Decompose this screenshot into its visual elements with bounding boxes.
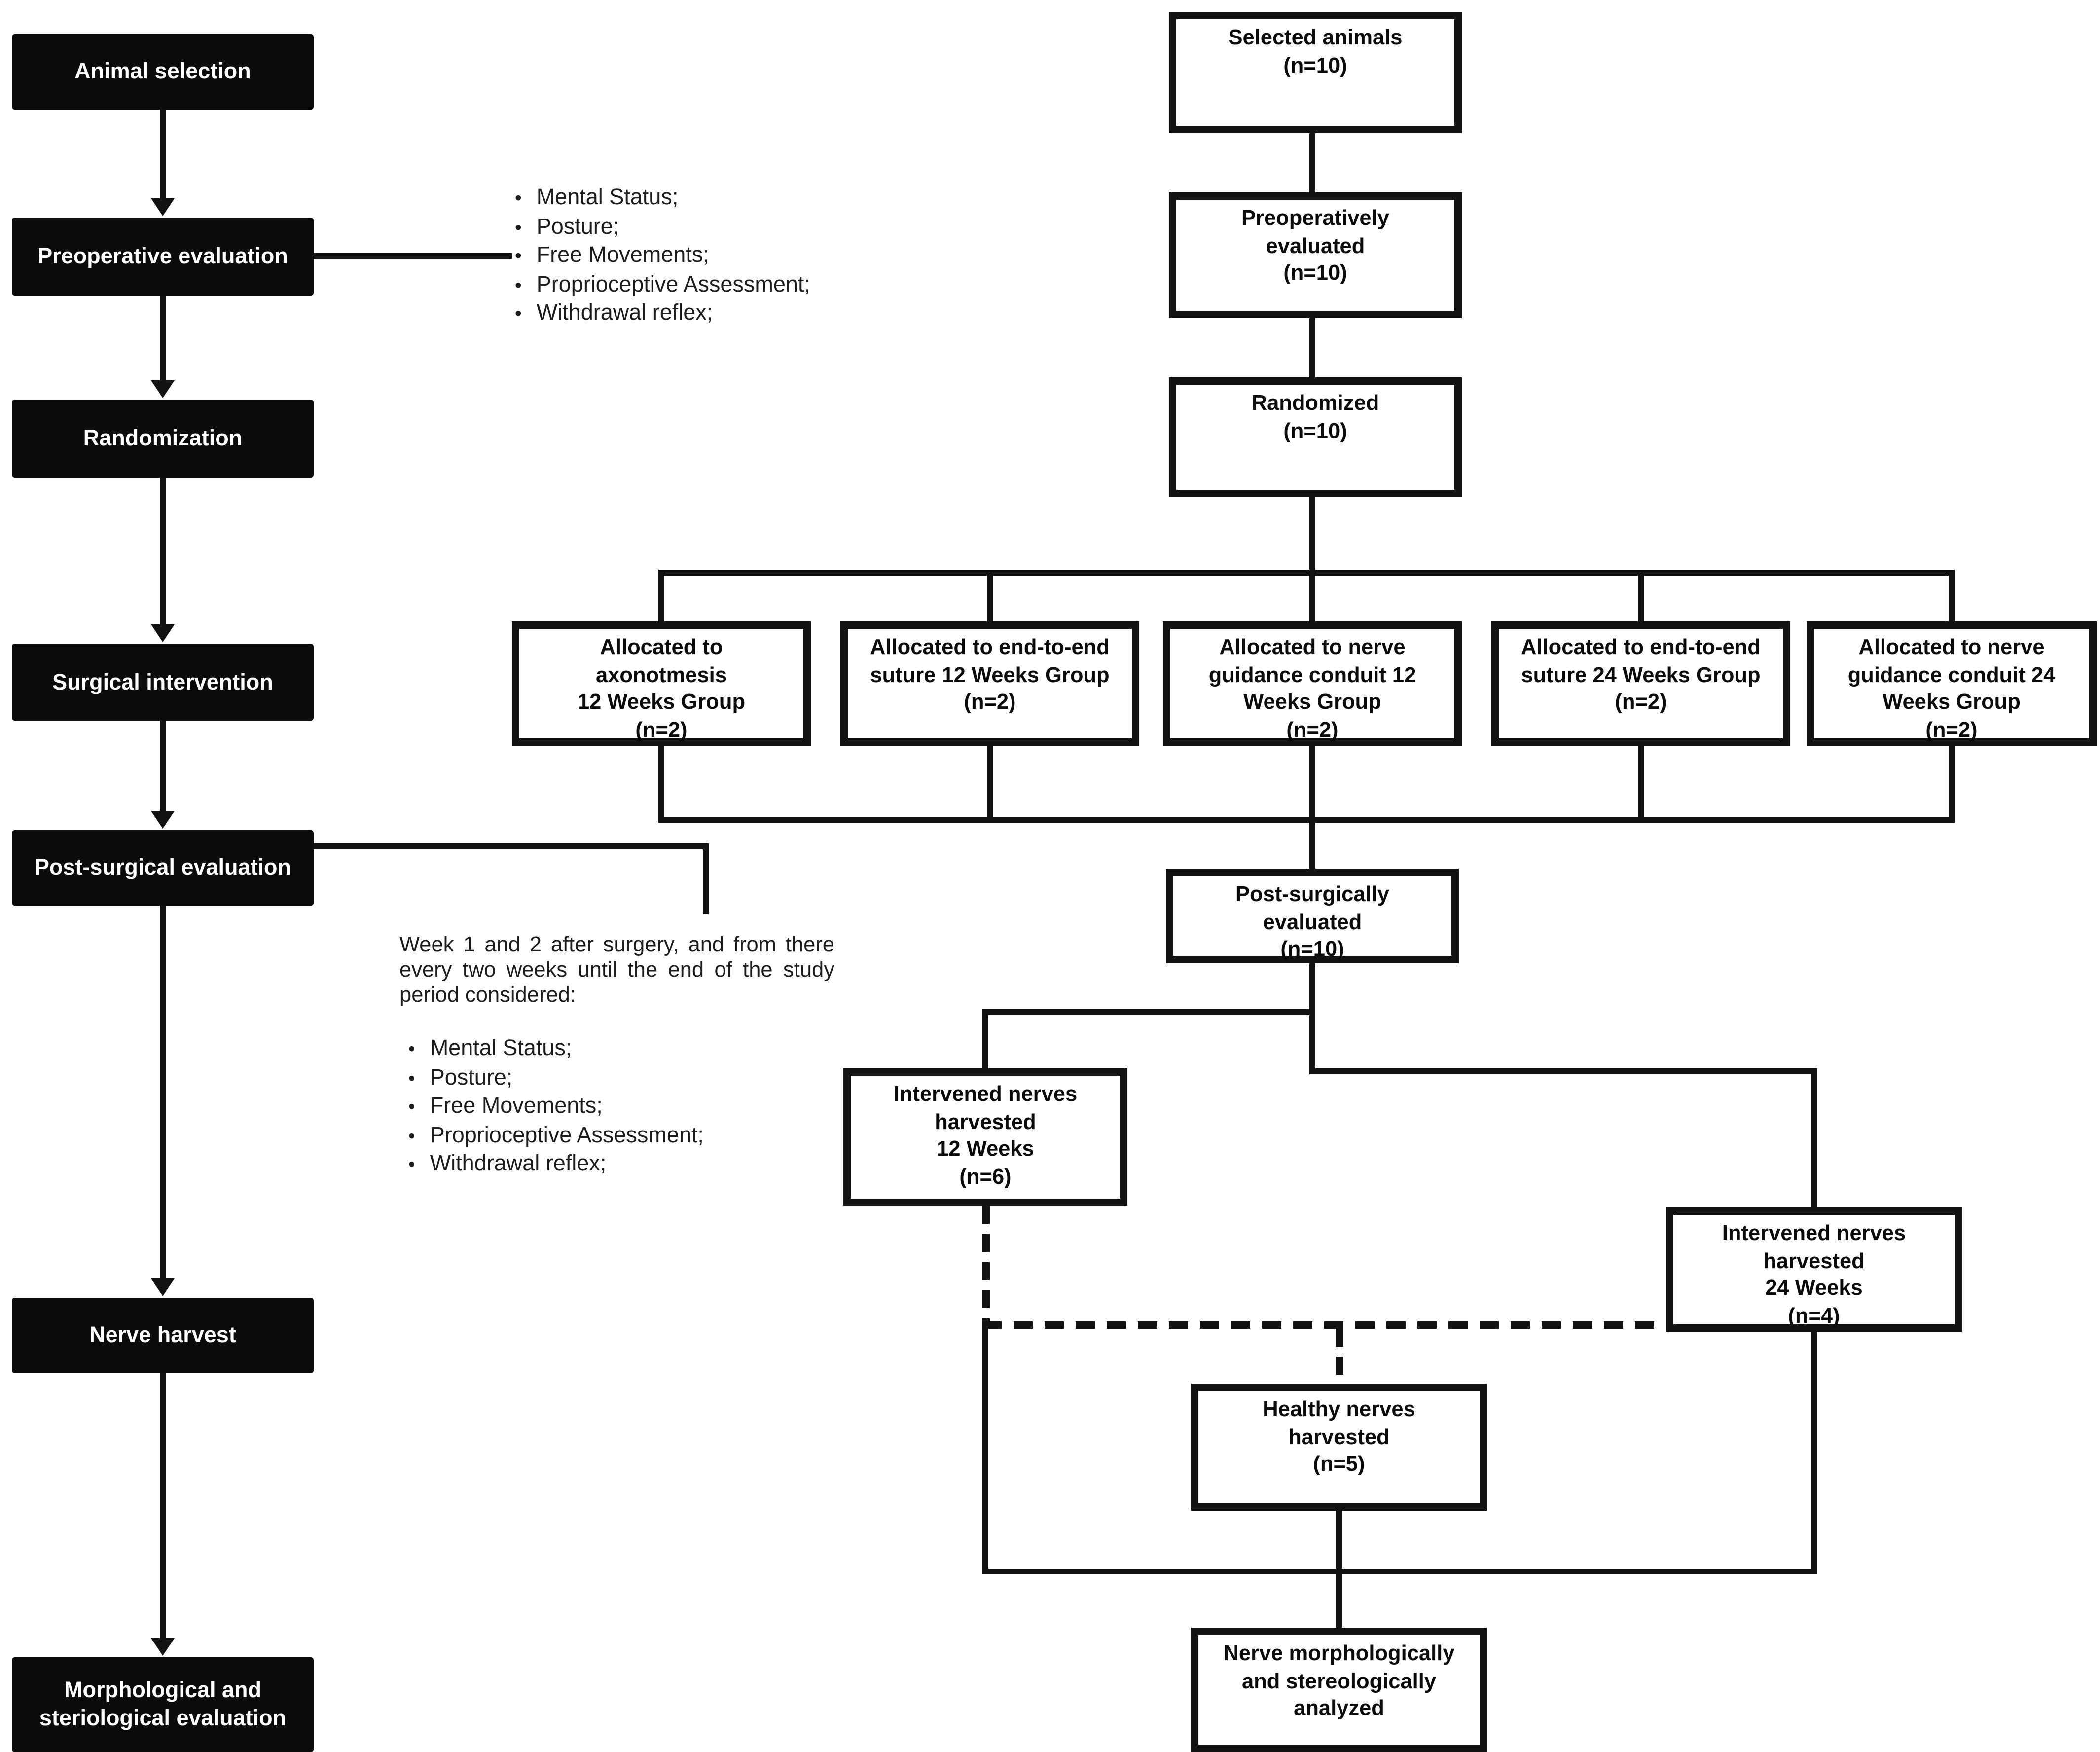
- connector-line: [160, 1373, 166, 1641]
- arrow-down-icon: [151, 811, 175, 829]
- stage-randomization: Randomization: [12, 400, 314, 478]
- connector-line: [982, 1009, 1315, 1015]
- connector-line: [1949, 746, 1955, 817]
- criteria-item: Posture;: [408, 1063, 704, 1093]
- stage-post-surgical-evaluation: Post-surgical evaluation: [12, 830, 314, 906]
- connector-line: [160, 296, 166, 383]
- connector-line: [1309, 318, 1315, 377]
- flow-box-selected-animals: Selected animals (n=10): [1169, 12, 1462, 133]
- connector-line: [703, 843, 709, 914]
- flow-box-preoperatively-evaluated: Preoperatively evaluated (n=10): [1169, 192, 1462, 318]
- flow-box-harvested-24-weeks: Intervened nerves harvested 24 Weeks (n=…: [1666, 1207, 1962, 1332]
- connector-line: [1309, 963, 1315, 1074]
- stage-label: Surgical intervention: [52, 669, 273, 695]
- connector-line: [982, 1324, 988, 1574]
- connector-line: [982, 1015, 988, 1068]
- connector-line: [1811, 1329, 1817, 1574]
- arrow-down-icon: [151, 624, 175, 642]
- criteria-item: Mental Status;: [408, 1034, 704, 1063]
- post-surgical-note: Week 1 and 2 after surgery, and from the…: [399, 934, 834, 1008]
- stage-animal-selection: Animal selection: [12, 34, 314, 110]
- arrow-down-icon: [151, 198, 175, 216]
- criteria-item: Mental Status;: [515, 183, 810, 213]
- arrow-down-icon: [151, 1638, 175, 1656]
- dashed-connector-line: [982, 1321, 1666, 1329]
- connector-line: [1309, 823, 1315, 869]
- connector-line: [1309, 497, 1315, 570]
- stage-preoperative-evaluation: Preoperative evaluation: [12, 218, 314, 296]
- connector-line: [987, 576, 993, 621]
- connector-line: [658, 576, 664, 621]
- flow-box-analyzed: Nerve morphologically and stereologicall…: [1191, 1628, 1487, 1752]
- connector-line: [982, 1569, 1817, 1574]
- connector-line: [1309, 1068, 1817, 1074]
- stage-surgical-intervention: Surgical intervention: [12, 644, 314, 721]
- flow-box-allocation-suture-24w: Allocated to end-to-end suture 24 Weeks …: [1491, 621, 1790, 746]
- connector-line: [987, 746, 993, 817]
- flow-box-post-surgically-evaluated: Post-surgically evaluated (n=10): [1166, 869, 1459, 963]
- connector-line: [1336, 1574, 1342, 1628]
- connector-line: [160, 110, 166, 201]
- flow-box-healthy-harvested: Healthy nerves harvested (n=5): [1191, 1384, 1487, 1511]
- connector-line: [1336, 1511, 1342, 1574]
- connector-line: [160, 721, 166, 814]
- criteria-item: Proprioceptive Assessment;: [515, 270, 810, 299]
- connector-line: [1309, 133, 1315, 192]
- criteria-item: Proprioceptive Assessment;: [408, 1121, 704, 1150]
- stage-label: Animal selection: [74, 59, 251, 84]
- connector-line: [160, 478, 166, 627]
- connector-line: [1309, 576, 1315, 621]
- stage-morphological-evaluation: Morphological and steriological evaluati…: [12, 1657, 314, 1752]
- connector-line: [658, 746, 664, 817]
- connector-line: [1638, 576, 1644, 621]
- criteria-item: Withdrawal reflex;: [515, 299, 810, 328]
- connector-line: [1309, 746, 1315, 817]
- connector-line: [1811, 1074, 1817, 1207]
- connector-line: [1638, 746, 1644, 817]
- stage-label: Nerve harvest: [89, 1323, 236, 1348]
- preoperative-criteria-list: Mental Status; Posture; Free Movements; …: [515, 183, 810, 328]
- stage-label: Morphological and steriological evaluati…: [39, 1678, 287, 1731]
- flow-box-harvested-12-weeks: Intervened nerves harvested 12 Weeks (n=…: [843, 1068, 1127, 1206]
- flow-box-allocation-conduit-12w: Allocated to nerve guidance conduit 12 W…: [1163, 621, 1462, 746]
- stage-label: Post-surgical evaluation: [34, 855, 291, 880]
- stage-nerve-harvest: Nerve harvest: [12, 1298, 314, 1373]
- post-surgical-criteria-list: Mental Status; Posture; Free Movements; …: [408, 1034, 704, 1179]
- connector-line: [314, 253, 512, 259]
- flow-box-allocation-suture-12w: Allocated to end-to-end suture 12 Weeks …: [840, 621, 1139, 746]
- criteria-item: Withdrawal reflex;: [408, 1150, 704, 1179]
- dashed-connector-line: [1336, 1329, 1343, 1384]
- stage-label: Preoperative evaluation: [37, 244, 288, 269]
- connector-line: [160, 906, 166, 1281]
- flow-box-randomized: Randomized (n=10): [1169, 377, 1462, 497]
- criteria-item: Free Movements;: [515, 241, 810, 270]
- connector-line: [314, 843, 709, 849]
- arrow-down-icon: [151, 380, 175, 398]
- connector-line: [658, 817, 1955, 823]
- stage-label: Randomization: [83, 426, 243, 451]
- criteria-item: Free Movements;: [408, 1092, 704, 1121]
- flow-box-allocation-conduit-24w: Allocated to nerve guidance conduit 24 W…: [1807, 621, 2097, 746]
- dashed-connector-line: [982, 1206, 990, 1324]
- connector-line: [1949, 576, 1955, 621]
- criteria-item: Posture;: [515, 213, 810, 242]
- connector-line: [658, 570, 1955, 576]
- arrow-down-icon: [151, 1278, 175, 1296]
- flow-box-allocation-axonotmesis-12w: Allocated to axonotmesis 12 Weeks Group …: [512, 621, 811, 746]
